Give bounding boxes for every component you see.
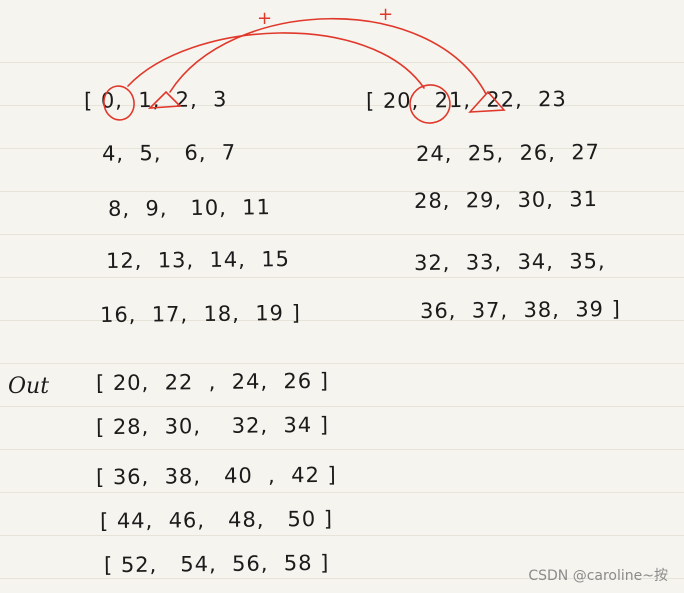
triangle-mark-1 xyxy=(147,90,182,109)
watermark: CSDN @caroline~按 xyxy=(528,568,668,584)
arc-1-to-21 xyxy=(169,18,487,95)
plus-sign-1: + xyxy=(257,8,272,29)
triangle-mark-21 xyxy=(468,90,506,113)
out-label: Out xyxy=(8,374,50,399)
circle-mark-20 xyxy=(409,84,451,124)
plus-sign-2: + xyxy=(378,4,393,25)
circle-mark-0 xyxy=(103,85,135,121)
arc-0-to-20 xyxy=(127,32,425,89)
